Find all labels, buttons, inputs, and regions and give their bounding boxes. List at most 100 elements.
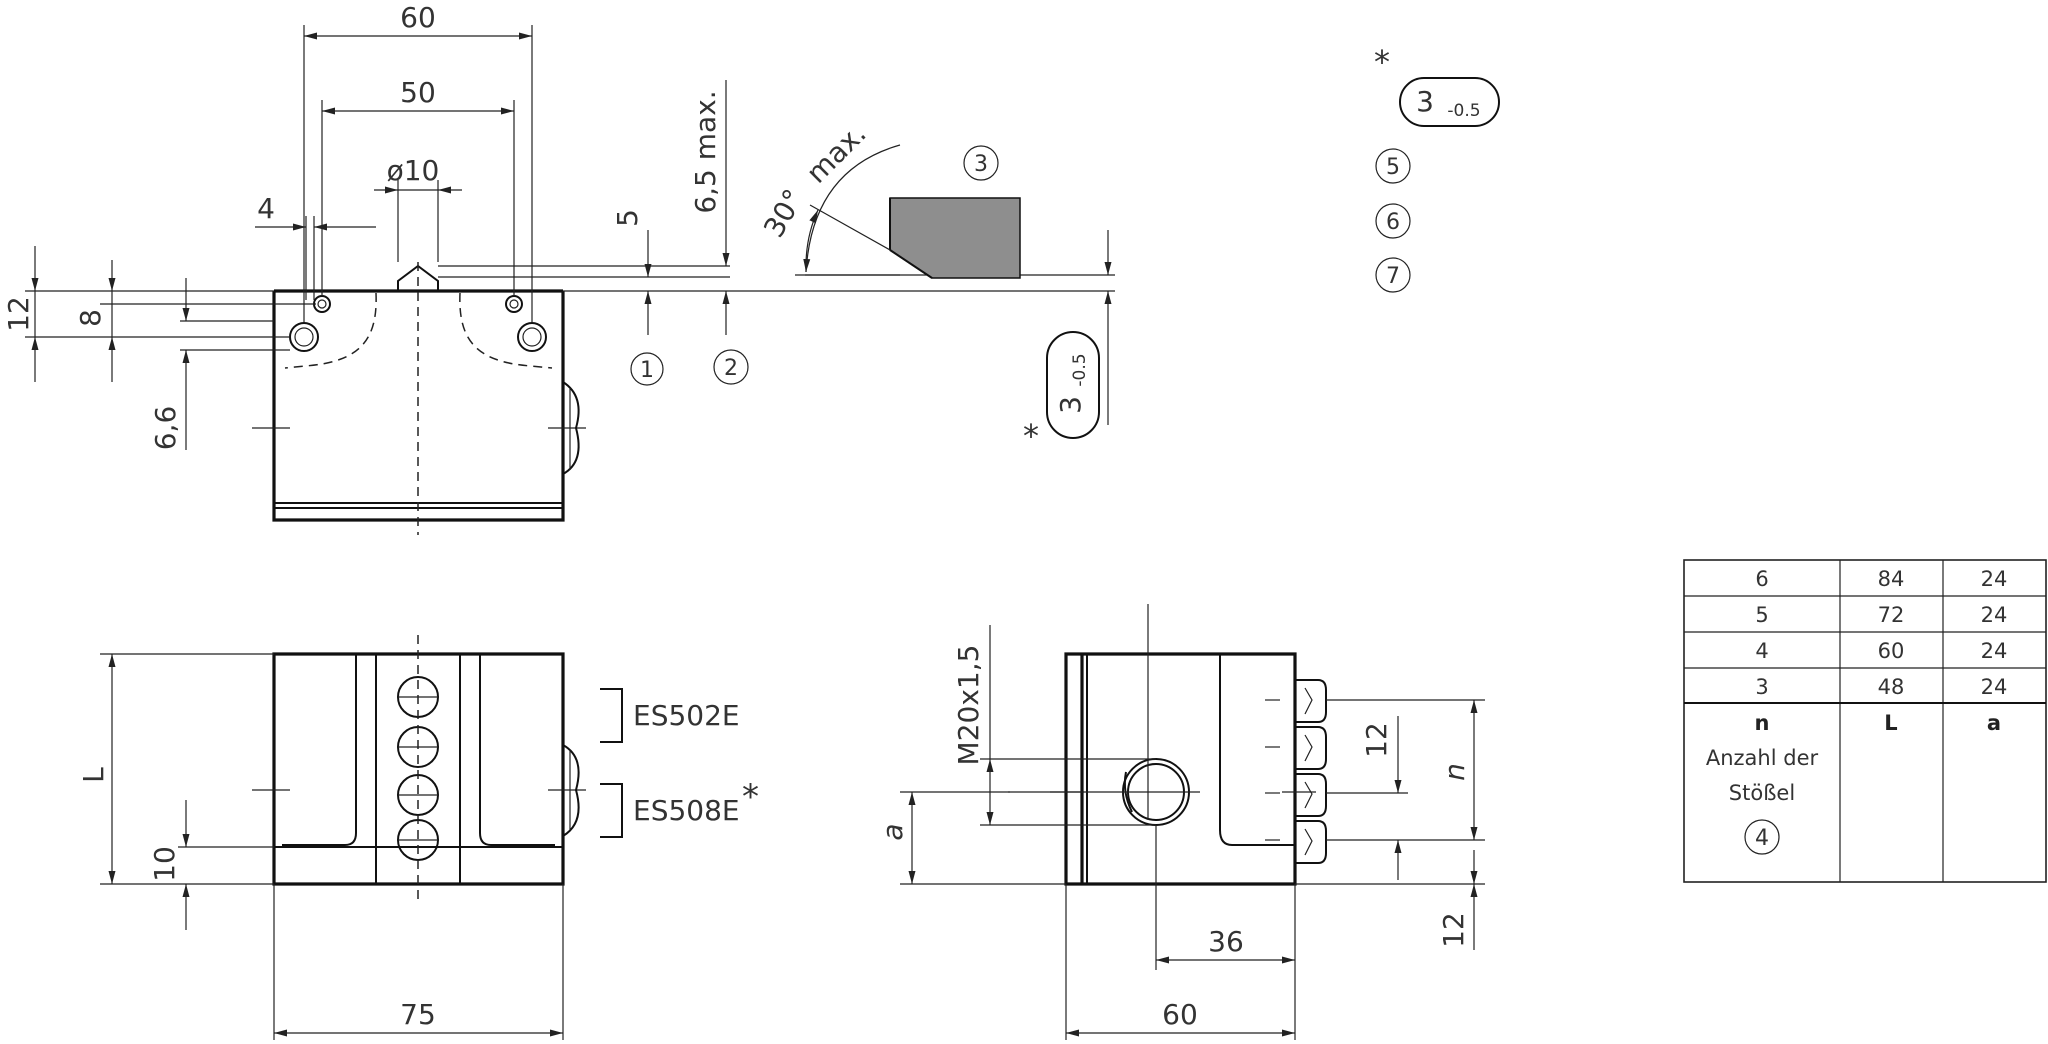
angle-label: 30° xyxy=(757,184,810,243)
dim-65-max-label: 6,5 max. xyxy=(689,90,722,213)
side-plunger-3-detail xyxy=(1304,781,1313,809)
mount-hole-large-left-inner xyxy=(294,327,314,347)
table-row: 5 72 24 xyxy=(1755,603,2007,627)
front-view: L 10 75 ES502E ES508E * xyxy=(77,635,759,1040)
dim-n-label: n xyxy=(1438,763,1471,781)
mount-hole-small-left xyxy=(313,295,331,313)
table-cell: 60 xyxy=(1878,639,1905,663)
top-view: 60 50 ø10 4 12 8 6,6 xyxy=(2,1,586,535)
table-cell: 84 xyxy=(1878,567,1905,591)
mount-hole-small-right xyxy=(505,295,523,313)
dim-L-label: L xyxy=(77,767,110,783)
callout-1-label: 1 xyxy=(640,358,654,383)
table-cell: 72 xyxy=(1878,603,1905,627)
mount-hole-large-left xyxy=(289,322,319,352)
asterisk-legend: * xyxy=(1374,43,1390,81)
dim-75-label: 75 xyxy=(400,998,436,1031)
dim-4-label: 4 xyxy=(257,192,275,225)
side-plunger-1-detail xyxy=(1304,687,1313,715)
tolerance-box xyxy=(1399,77,1500,127)
angle-max-label: max. xyxy=(800,117,873,190)
internal-outline-left xyxy=(284,292,377,369)
callout-5 xyxy=(1375,148,1411,184)
side-plunger-2 xyxy=(1295,726,1327,770)
callout-6 xyxy=(1375,203,1411,239)
side-view-inner-step xyxy=(1219,654,1295,846)
dim-8-label: 8 xyxy=(74,309,107,327)
table-cell: 24 xyxy=(1981,603,2008,627)
table-frame xyxy=(1683,559,2047,883)
angle-ramp-extension xyxy=(809,204,891,251)
side-plunger-3 xyxy=(1295,773,1327,817)
variant-es502e: ES502E xyxy=(633,699,740,732)
table-row: 3 48 24 xyxy=(1755,675,2007,699)
callout-6-label: 6 xyxy=(1386,210,1400,235)
mount-hole-small-left-inner xyxy=(317,299,327,309)
callout-7-label: 7 xyxy=(1386,264,1400,289)
table-header-L: L xyxy=(1884,711,1897,735)
mount-hole-small-right-inner xyxy=(509,299,519,309)
table-cell: 24 xyxy=(1981,567,2008,591)
front-view-inner-left xyxy=(282,654,357,846)
table-header-a: a xyxy=(1987,711,2001,735)
table-header-desc-2: Stößel xyxy=(1729,781,1795,805)
side-plunger-4 xyxy=(1295,820,1327,864)
tolerance-sub: -0.5 xyxy=(1447,101,1480,121)
bracket-es508e xyxy=(600,783,623,838)
mount-hole-large-right xyxy=(517,322,547,352)
table-cell: 3 xyxy=(1755,675,1768,699)
tolerance-box-vertical xyxy=(1046,331,1100,439)
table-cell: 24 xyxy=(1981,639,2008,663)
callout-7 xyxy=(1375,257,1411,293)
side-view: M20x1,5 a 36 60 12 n 12 xyxy=(876,604,1485,1040)
side-view-plungers xyxy=(1295,679,1327,864)
table-row: 6 84 24 xyxy=(1755,567,2007,591)
dim-d10-label: ø10 xyxy=(387,154,440,187)
actuation-detail: 5 6,5 max. 1 2 30° max. 3 3 -0.5 * xyxy=(438,80,1115,455)
side-plunger-2-detail xyxy=(1304,734,1313,762)
table-cell: 4 xyxy=(1755,639,1768,663)
legend-callouts: * 3 -0.5 5 6 7 xyxy=(1374,43,1500,293)
callout-4 xyxy=(1744,819,1780,855)
internal-outline-right xyxy=(459,292,553,369)
front-view-plunger-slot xyxy=(375,654,461,884)
callout-4-label: 4 xyxy=(1755,826,1769,851)
cam-ramp xyxy=(889,249,933,279)
mount-hole-large-right-inner xyxy=(522,327,542,347)
bracket-es502e xyxy=(600,688,623,743)
callout-3 xyxy=(963,145,999,181)
asterisk-es508e: * xyxy=(742,777,759,817)
dim-12-label: 12 xyxy=(2,296,35,332)
table-header-n: n xyxy=(1755,711,1770,735)
side-plunger-4-detail xyxy=(1304,828,1313,856)
dim-a-label: a xyxy=(876,823,909,840)
variant-es508e: ES508E xyxy=(633,794,740,827)
callout-5-label: 5 xyxy=(1386,155,1400,180)
dim-36-label: 36 xyxy=(1208,925,1244,958)
front-view-inner-right xyxy=(479,654,555,846)
table-cell: 6 xyxy=(1755,567,1768,591)
tolerance-vertical-sub: -0.5 xyxy=(1070,353,1090,386)
asterisk-vertical: * xyxy=(1023,417,1039,455)
dim-66-label: 6,6 xyxy=(149,406,182,451)
table-cell: 48 xyxy=(1878,675,1905,699)
actuator-cam xyxy=(889,197,1021,279)
dim-5-label: 5 xyxy=(611,209,644,227)
callout-1 xyxy=(630,352,664,386)
thread-label: M20x1,5 xyxy=(952,645,985,766)
variant-table: 6 84 24 5 72 24 4 60 24 3 48 24 n L a An… xyxy=(1683,559,2047,883)
dim-60b-label: 60 xyxy=(1162,998,1198,1031)
dim-12b-label: 12 xyxy=(1437,912,1470,948)
side-plunger-1 xyxy=(1295,679,1327,723)
side-nut xyxy=(562,381,580,475)
front-view-side-nut xyxy=(562,744,580,837)
dim-10-label: 10 xyxy=(148,846,181,882)
dim-50-label: 50 xyxy=(400,76,436,109)
dim-pitch-label: 12 xyxy=(1360,722,1393,758)
dim-60-label: 60 xyxy=(400,1,436,34)
callout-2-label: 2 xyxy=(724,356,738,381)
angle-arc xyxy=(803,144,901,273)
table-cell: 5 xyxy=(1755,603,1768,627)
callout-2 xyxy=(713,349,749,385)
